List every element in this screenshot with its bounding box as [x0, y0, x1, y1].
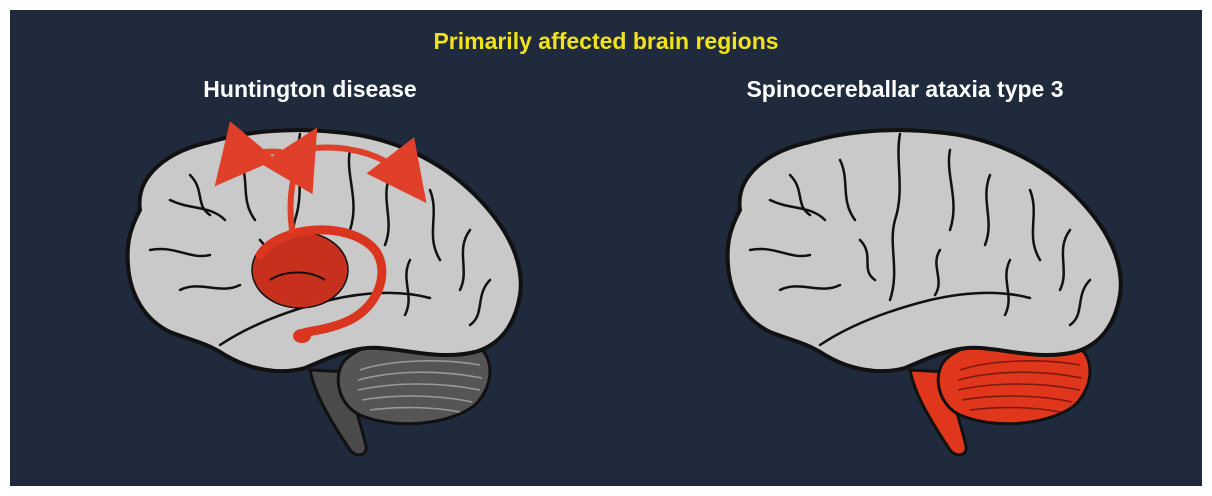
figure-title: Primarily affected brain regions [10, 28, 1202, 55]
figure-panel: Primarily affected brain regions Hunting… [10, 10, 1202, 486]
sca3-label: Spinocereballar ataxia type 3 [705, 76, 1105, 103]
sca3-brain-diagram [710, 120, 1130, 470]
huntington-label: Huntington disease [160, 76, 460, 103]
huntington-brain-diagram [110, 120, 530, 470]
